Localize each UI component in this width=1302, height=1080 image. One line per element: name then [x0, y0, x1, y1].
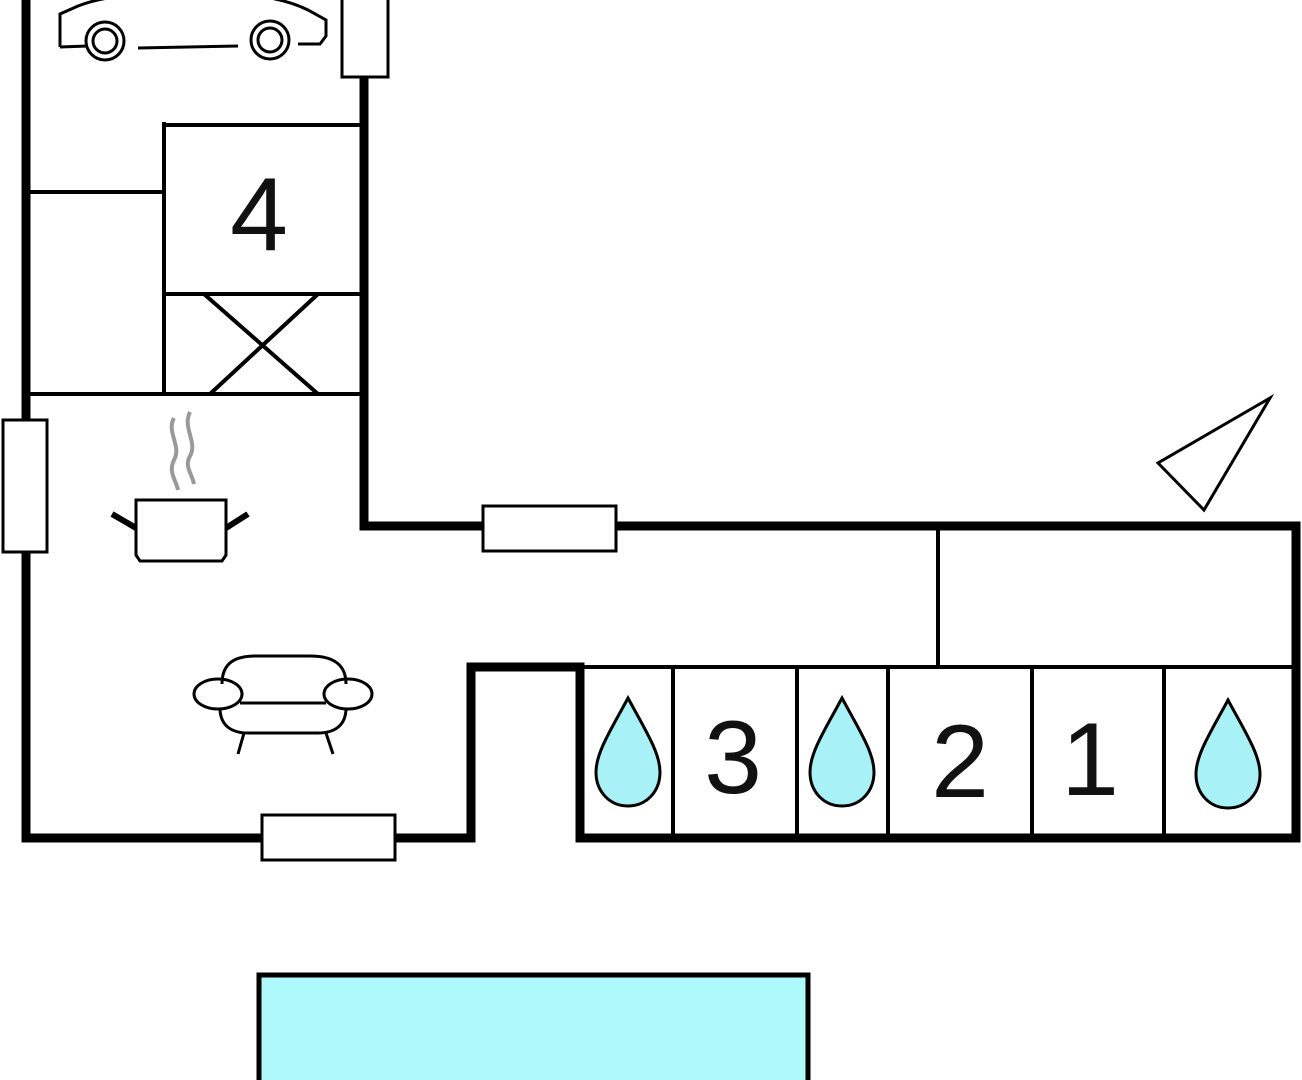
interior-walls: [26, 122, 1294, 834]
outer-walls: [21, 0, 1301, 843]
armchair-icon: [192, 654, 374, 755]
water-drop-icon: [1194, 696, 1262, 810]
stairs-cross-icon: [202, 292, 320, 396]
water-drop-icon: [594, 694, 662, 808]
water-drop-icon: [808, 694, 876, 808]
windows: [1, 0, 618, 862]
window-top: [340, 0, 390, 79]
room-label-2: 2: [931, 704, 989, 820]
compass-arrow-icon: [1155, 393, 1275, 513]
cooking-pot-icon: [110, 411, 250, 563]
room-label-4: 4: [230, 157, 288, 273]
room-label-1: 1: [1061, 702, 1119, 818]
window-middle: [481, 504, 618, 553]
car-icon: [58, 0, 328, 62]
window-left: [1, 418, 49, 554]
swimming-pool: [256, 972, 811, 1080]
window-bottom: [260, 813, 397, 862]
room-label-3: 3: [704, 700, 762, 816]
